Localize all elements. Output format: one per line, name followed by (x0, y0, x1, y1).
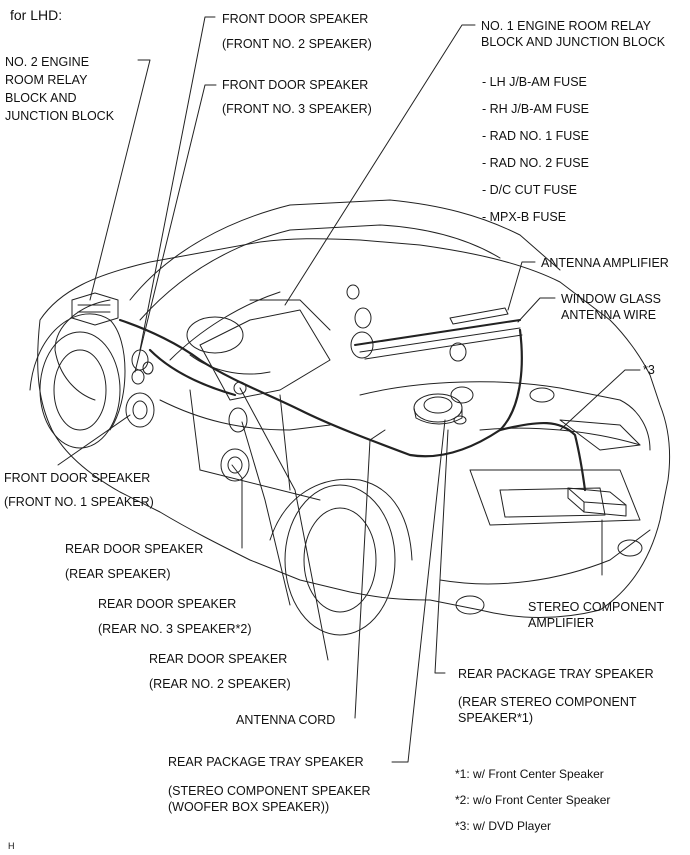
rear-door-speaker-rear-shape (220, 448, 250, 482)
label-rear-door-speaker-no2-sub: (REAR NO. 2 SPEAKER) (149, 677, 291, 691)
label-rear-door-speaker-no2-name: REAR DOOR SPEAKER (149, 652, 288, 666)
label-rear-door-speaker-rear-name: REAR DOOR SPEAKER (65, 542, 204, 556)
rear-package-tray-speaker-shape (450, 386, 555, 425)
front-door-speaker-no1-shape (125, 392, 155, 428)
label-front-door-speaker-no1-name: FRONT DOOR SPEAKER (4, 471, 151, 485)
front-door-speaker-no3-shape (131, 369, 145, 385)
antenna-amplifier-shape (449, 307, 509, 325)
label-no2-relay-block: NO. 2 ENGINE ROOM RELAY BLOCK AND JUNCTI… (5, 55, 115, 123)
dash-speaker-shape (233, 284, 467, 395)
figure-code: H (8, 841, 15, 851)
page-title: for LHD: (10, 7, 63, 23)
footnote: *2: w/o Front Center Speaker (455, 793, 611, 807)
footnote: *3: w/ DVD Player (455, 819, 552, 833)
footnote: *1: w/ Front Center Speaker (455, 767, 604, 781)
fuse-item: - LH J/B-AM FUSE (482, 75, 587, 89)
label-front-door-speaker-no3-sub: (FRONT NO. 3 SPEAKER) (222, 102, 372, 116)
label-rear-door-speaker-no3-sub: (REAR NO. 3 SPEAKER*2) (98, 622, 252, 636)
label-window-glass-antenna-wire: WINDOW GLASS ANTENNA WIRE (561, 292, 662, 322)
wiring-harness (118, 318, 587, 492)
window-glass-antenna-shape (354, 319, 523, 360)
label-front-door-speaker-no1-sub: (FRONT NO. 1 SPEAKER) (4, 495, 154, 509)
label-rear-package-tray-speaker-name: REAR PACKAGE TRAY SPEAKER (458, 667, 654, 681)
car-body-outline (29, 199, 671, 636)
label-rear-package-woofer-name: REAR PACKAGE TRAY SPEAKER (168, 755, 364, 769)
fuse-item: - RAD NO. 1 FUSE (482, 129, 589, 143)
label-rear-package-tray-speaker-sub: (REAR STEREO COMPONENT SPEAKER*1) (458, 695, 637, 725)
fuse-item: - RAD NO. 2 FUSE (482, 156, 589, 170)
fuse-item: - D/C CUT FUSE (482, 183, 577, 197)
label-stereo-component-amplifier: STEREO COMPONENT AMPLIFIER (528, 600, 665, 630)
rear-door-speaker-no2-shape (228, 407, 248, 433)
label-rear-door-speaker-rear-sub: (REAR SPEAKER) (65, 567, 171, 581)
label-front-door-speaker-no2-sub: (FRONT NO. 2 SPEAKER) (222, 37, 372, 51)
label-no1-relay-block: NO. 1 ENGINE ROOM RELAY BLOCK AND JUNCTI… (481, 19, 666, 49)
label-note-star3: *3 (643, 363, 655, 377)
fuse-item: - RH J/B-AM FUSE (482, 102, 589, 116)
no2-relay-block-shape (71, 292, 119, 326)
leader-lines (57, 16, 641, 763)
label-antenna-cord: ANTENNA CORD (236, 713, 336, 727)
stereo-amplifier-shape (567, 487, 627, 517)
label-antenna-amplifier: ANTENNA AMPLIFIER (541, 256, 669, 270)
label-front-door-speaker-no3-name: FRONT DOOR SPEAKER (222, 78, 369, 92)
fuse-item: - MPX-B FUSE (482, 210, 567, 224)
label-rear-package-woofer-sub: (STEREO COMPONENT SPEAKER (WOOFER BOX SP… (168, 784, 371, 814)
label-front-door-speaker-no2-name: FRONT DOOR SPEAKER (222, 12, 369, 26)
label-rear-door-speaker-no3-name: REAR DOOR SPEAKER (98, 597, 237, 611)
rear-package-tray-woofer-shape (413, 393, 463, 425)
